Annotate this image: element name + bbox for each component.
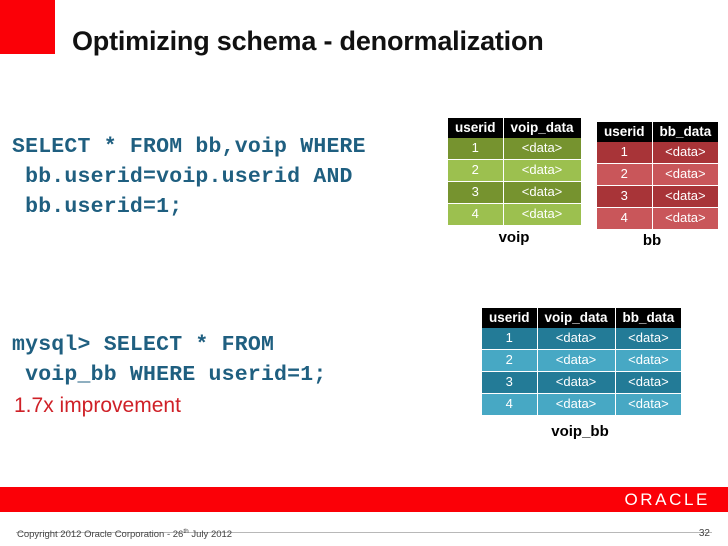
voip-bb-table: userid voip_data bb_data 1 <data> <data>… <box>482 308 682 415</box>
table-voip-bb: userid voip_data bb_data 1 <data> <data>… <box>482 308 682 415</box>
cell-userid: 2 <box>482 349 538 372</box>
cell-voip-data: <data> <box>503 138 581 160</box>
column-header-bb-data: bb_data <box>615 308 682 328</box>
cell-voip-data: <data> <box>537 393 616 415</box>
column-header-voip-data: voip_data <box>503 118 581 138</box>
voip-table: userid voip_data 1 <data> 2 <data> 3 <da… <box>448 118 581 225</box>
table-voip: userid voip_data 1 <data> 2 <data> 3 <da… <box>448 118 581 225</box>
table-header-row: userid bb_data <box>597 122 719 142</box>
cell-userid: 2 <box>448 159 504 182</box>
cell-userid: 1 <box>448 138 504 160</box>
cell-userid: 1 <box>482 328 538 350</box>
slide-page-number: 32 <box>698 528 710 539</box>
cell-voip-data: <data> <box>537 371 616 394</box>
cell-userid: 3 <box>597 185 653 208</box>
footer-copyright-post: July 2012 <box>188 529 233 541</box>
table-row: 2 <data> <box>597 163 719 186</box>
cell-userid: 2 <box>597 163 653 186</box>
table-bb: userid bb_data 1 <data> 2 <data> 3 <data… <box>597 122 719 229</box>
column-header-voip-data: voip_data <box>537 308 616 328</box>
footer-copyright-pre: Copyright 2012 Oracle Corporation - 26 <box>17 529 184 541</box>
table-header-row: userid voip_data bb_data <box>482 308 682 328</box>
cell-userid: 3 <box>448 181 504 204</box>
cell-userid: 4 <box>448 203 504 225</box>
footer-copyright-ordinal: th <box>183 528 189 535</box>
table-header-row: userid voip_data <box>448 118 581 138</box>
footer-red-bar <box>0 487 728 512</box>
footer-copyright: Copyright 2012 Oracle Corporation - 26th… <box>17 528 232 540</box>
table-caption-voip: voip <box>498 229 530 246</box>
cell-bb-data: <data> <box>615 328 682 350</box>
column-header-userid: userid <box>597 122 653 142</box>
oracle-logo: ORACLE <box>624 490 710 509</box>
cell-userid: 4 <box>597 207 653 229</box>
table-row: 4 <data> <box>597 207 719 229</box>
table-row: 2 <data> <box>448 159 581 182</box>
table-row: 3 <data> <box>597 185 719 208</box>
table-row: 1 <data> <data> <box>482 328 682 350</box>
table-row: 3 <data> <box>448 181 581 204</box>
cell-bb-data: <data> <box>652 163 719 186</box>
cell-userid: 3 <box>482 371 538 394</box>
cell-userid: 4 <box>482 393 538 415</box>
table-caption-voip-bb: voip_bb <box>551 423 609 440</box>
sql-join-query: SELECT * FROM bb,voip WHERE bb.userid=vo… <box>12 135 366 219</box>
cell-voip-data: <data> <box>503 159 581 182</box>
cell-bb-data: <data> <box>615 371 682 394</box>
cell-bb-data: <data> <box>652 142 719 164</box>
page-title: Optimizing schema - denormalization <box>72 26 544 56</box>
column-header-userid: userid <box>482 308 538 328</box>
cell-voip-data: <data> <box>503 181 581 204</box>
cell-bb-data: <data> <box>615 393 682 415</box>
column-header-userid: userid <box>448 118 504 138</box>
table-row: 4 <data> <box>448 203 581 225</box>
cell-bb-data: <data> <box>652 185 719 208</box>
bb-table: userid bb_data 1 <data> 2 <data> 3 <data… <box>597 122 719 229</box>
table-row: 4 <data> <data> <box>482 393 682 415</box>
table-row: 1 <data> <box>597 142 719 164</box>
table-row: 2 <data> <data> <box>482 349 682 372</box>
title-accent-square <box>0 0 55 54</box>
cell-voip-data: <data> <box>537 328 616 350</box>
table-caption-bb: bb <box>642 232 662 249</box>
sql-denormalized-query: mysql> SELECT * FROM voip_bb WHERE useri… <box>12 333 327 387</box>
cell-bb-data: <data> <box>652 207 719 229</box>
cell-voip-data: <data> <box>537 349 616 372</box>
cell-bb-data: <data> <box>615 349 682 372</box>
cell-userid: 1 <box>597 142 653 164</box>
improvement-label: 1.7x improvement <box>14 394 181 417</box>
table-row: 1 <data> <box>448 138 581 160</box>
table-row: 3 <data> <data> <box>482 371 682 394</box>
cell-voip-data: <data> <box>503 203 581 225</box>
footer-divider <box>16 532 712 533</box>
column-header-bb-data: bb_data <box>652 122 719 142</box>
